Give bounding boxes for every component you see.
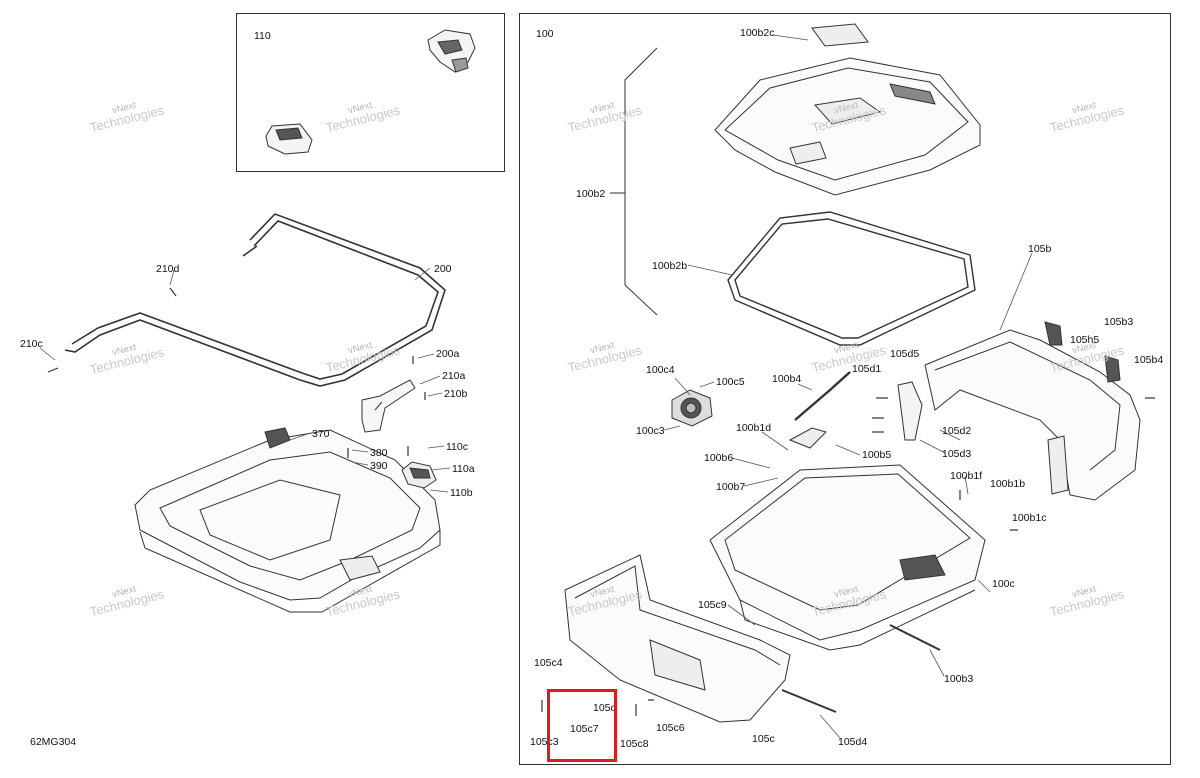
callout-100b2c[interactable]: 100b2c bbox=[740, 27, 775, 39]
highlight-box bbox=[547, 689, 617, 762]
callout-105c9[interactable]: 105c9 bbox=[698, 599, 727, 611]
callout-210b[interactable]: 210b bbox=[444, 388, 468, 400]
callout-100[interactable]: 100 bbox=[536, 28, 554, 40]
base-plate-370 bbox=[134, 427, 441, 613]
callout-100b2b[interactable]: 100b2b bbox=[652, 260, 688, 272]
callout-105c7[interactable]: 105c7 bbox=[570, 723, 599, 735]
inset-panel-frame bbox=[236, 13, 505, 172]
callout-110b[interactable]: 110b bbox=[450, 487, 473, 499]
callout-105b3[interactable]: 105b3 bbox=[1104, 316, 1134, 328]
callout-100b4[interactable]: 100b4 bbox=[772, 373, 802, 385]
lid-100b2 bbox=[714, 57, 981, 196]
callout-390[interactable]: 390 bbox=[370, 460, 388, 472]
callout-110a[interactable]: 110a bbox=[452, 463, 475, 475]
callout-105d3[interactable]: 105d3 bbox=[942, 448, 972, 460]
bracket-210a bbox=[361, 379, 416, 433]
callout-105c-panel[interactable]: 105c bbox=[752, 733, 775, 745]
callout-100c[interactable]: 100c bbox=[992, 578, 1015, 590]
callout-105b4[interactable]: 105b4 bbox=[1134, 354, 1164, 366]
callout-105d5[interactable]: 105d5 bbox=[890, 348, 920, 360]
box-100c bbox=[709, 464, 986, 651]
callout-105h5[interactable]: 105h5 bbox=[1070, 334, 1100, 346]
callout-100b7[interactable]: 100b7 bbox=[716, 481, 746, 493]
callout-100b1c[interactable]: 100b1c bbox=[1012, 512, 1047, 524]
sticker-100b2c bbox=[811, 23, 869, 47]
callout-100b1f[interactable]: 100b1f bbox=[950, 470, 983, 482]
main-panel-frame bbox=[519, 13, 1171, 765]
callout-370[interactable]: 370 bbox=[312, 428, 330, 440]
vent-100c4 bbox=[671, 389, 713, 427]
callout-105c8[interactable]: 105c8 bbox=[620, 738, 649, 750]
callout-110c[interactable]: 110c bbox=[446, 441, 468, 453]
callout-200a[interactable]: 200a bbox=[436, 348, 460, 360]
callout-210a[interactable]: 210a bbox=[442, 370, 466, 382]
callout-105c[interactable]: 105c bbox=[593, 702, 616, 714]
callout-105c3[interactable]: 105c3 bbox=[530, 736, 559, 748]
callout-100b1b[interactable]: 100b1b bbox=[990, 478, 1026, 490]
callout-380[interactable]: 380 bbox=[370, 447, 388, 459]
callout-100c5[interactable]: 100c5 bbox=[716, 376, 745, 388]
side-panel-105b bbox=[924, 321, 1141, 501]
callout-210c[interactable]: 210c bbox=[20, 338, 43, 350]
callout-105c4[interactable]: 105c4 bbox=[534, 657, 563, 669]
callout-200[interactable]: 200 bbox=[434, 263, 452, 275]
callout-100b2[interactable]: 100b2 bbox=[576, 188, 606, 200]
callout-100c4[interactable]: 100c4 bbox=[646, 364, 675, 376]
strap-105d3 bbox=[897, 381, 923, 441]
callout-105d2[interactable]: 105d2 bbox=[942, 425, 972, 437]
rod-105d4 bbox=[781, 689, 837, 713]
callout-100b6[interactable]: 100b6 bbox=[704, 452, 734, 464]
cable-100b4 bbox=[794, 371, 851, 421]
callout-110[interactable]: 110 bbox=[254, 30, 271, 42]
callout-105d1[interactable]: 105d1 bbox=[852, 363, 882, 375]
diagram-code: 62MG304 bbox=[30, 736, 77, 748]
callout-210d[interactable]: 210d bbox=[156, 263, 180, 275]
brace-100b2 bbox=[624, 47, 658, 316]
inset-latch-top bbox=[427, 29, 476, 73]
callout-100b1d[interactable]: 100b1d bbox=[736, 422, 772, 434]
callout-105c6[interactable]: 105c6 bbox=[656, 722, 685, 734]
callout-105b[interactable]: 105b bbox=[1028, 243, 1052, 255]
seal-100b2b bbox=[727, 211, 976, 346]
callout-105d4[interactable]: 105d4 bbox=[838, 736, 868, 748]
callout-100b3[interactable]: 100b3 bbox=[944, 673, 974, 685]
callout-100b5[interactable]: 100b5 bbox=[862, 449, 892, 461]
inset-latch-bottom bbox=[265, 123, 313, 155]
callout-100c3[interactable]: 100c3 bbox=[636, 425, 665, 437]
rod-100b3 bbox=[889, 624, 941, 651]
rail-200 bbox=[64, 213, 446, 387]
panel-105c bbox=[564, 554, 791, 723]
